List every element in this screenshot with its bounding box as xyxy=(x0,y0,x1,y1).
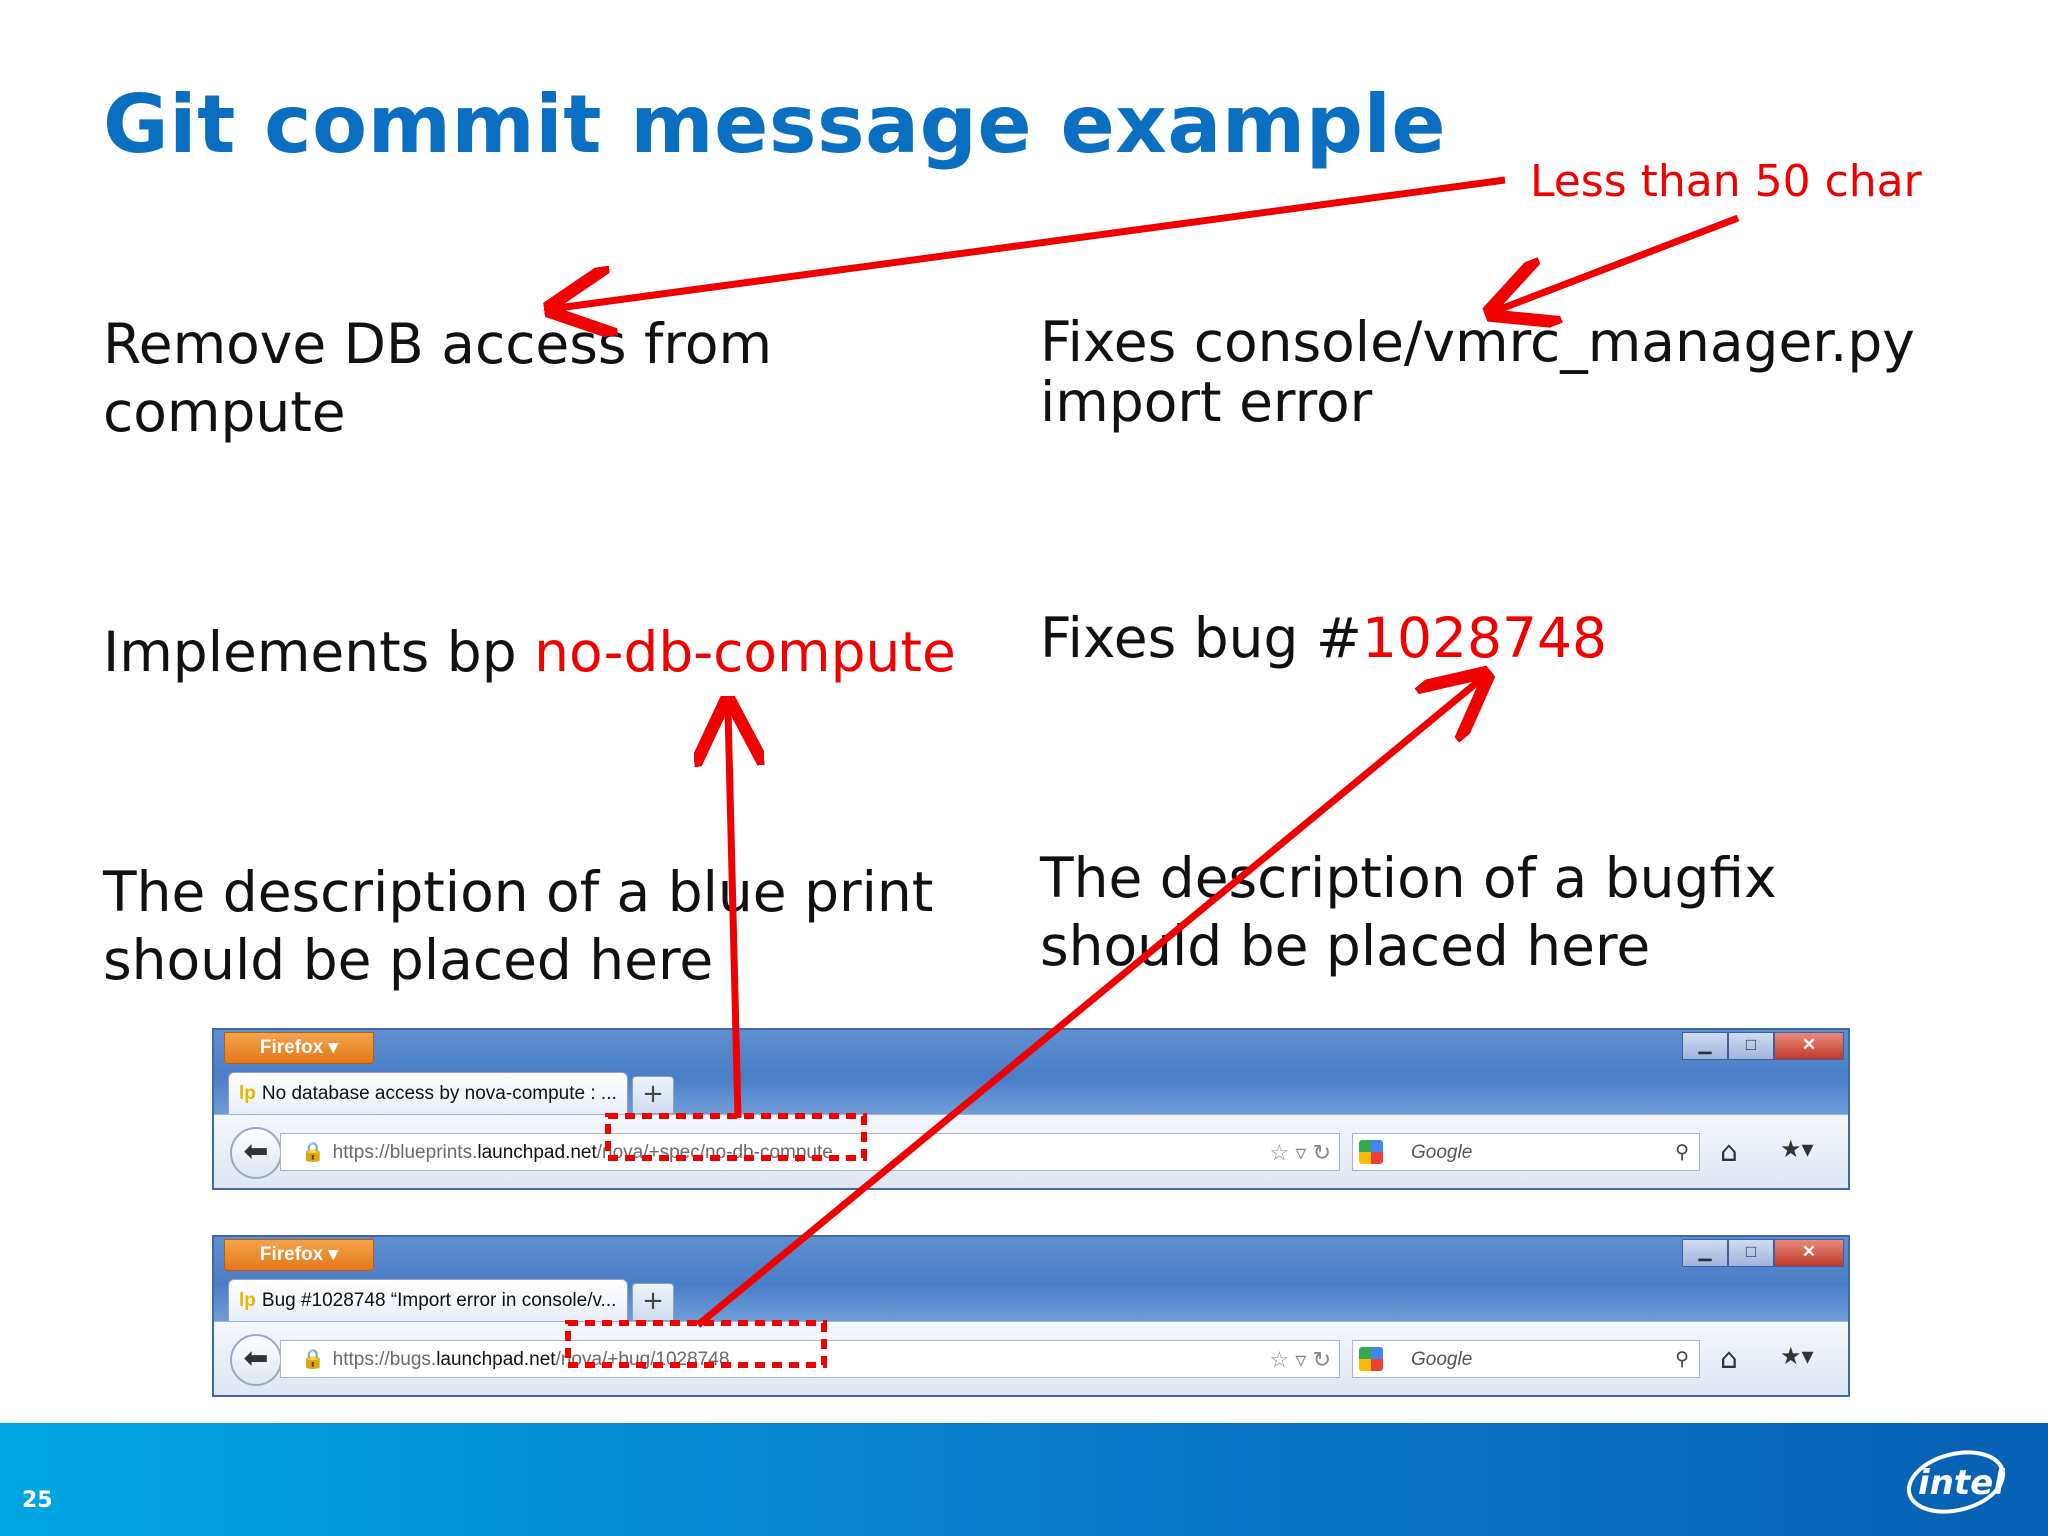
search-icon[interactable]: ⚲ xyxy=(1675,1349,1689,1370)
right-summary-line1: Fixes console/vmrc_manager.py xyxy=(1040,310,1915,374)
back-arrow-icon[interactable]: ⬅ xyxy=(230,1334,282,1386)
dropdown-icon[interactable]: ▿ xyxy=(1295,1140,1307,1165)
svg-text:intel: intel xyxy=(1918,1463,2006,1503)
url-host: launchpad.net xyxy=(477,1142,597,1163)
launchpad-favicon-icon: lp xyxy=(239,1083,256,1104)
google-icon xyxy=(1359,1140,1383,1164)
search-input[interactable]: Google ⚲ xyxy=(1352,1340,1700,1378)
maximize-icon[interactable]: □ xyxy=(1728,1239,1774,1267)
blueprint-link[interactable]: no-db-compute xyxy=(534,620,956,684)
reload-icon[interactable]: ↻ xyxy=(1312,1140,1331,1165)
fixes-prefix: Fixes bug # xyxy=(1040,606,1362,670)
footer-bar xyxy=(0,1423,2048,1536)
window-controls: ▁ □ ✕ xyxy=(1682,1239,1844,1267)
tab-title: Bug #1028748 “Import error in console/v.… xyxy=(261,1290,617,1311)
left-summary-line2: compute xyxy=(103,380,346,444)
home-icon[interactable]: ⌂ xyxy=(1720,1135,1738,1168)
arrow-to-right-summary xyxy=(1498,214,1740,310)
plus-icon[interactable]: + xyxy=(632,1283,674,1321)
url-bar[interactable]: 🔒 https://bugs.launchpad.net/nova/+bug/10… xyxy=(280,1340,1340,1378)
dropdown-icon[interactable]: ▿ xyxy=(1295,1347,1307,1372)
intel-logo-icon: intel xyxy=(1906,1450,2006,1514)
firefox-menu-button[interactable]: Firefox ▾ xyxy=(224,1239,374,1271)
arrow-to-left-summary xyxy=(558,176,1506,308)
implements-line: Implements bp no-db-compute xyxy=(103,618,956,686)
right-description-line1: The description of a bugfix xyxy=(1040,846,1777,910)
url-bar[interactable]: 🔒 https://blueprints.launchpad.net/nova/+… xyxy=(280,1133,1340,1171)
url-prefix: https://bugs. xyxy=(332,1349,437,1370)
navigation-bar: ⬅ 🔒 https://blueprints.launchpad.net/nova… xyxy=(214,1114,1848,1188)
search-icon[interactable]: ⚲ xyxy=(1675,1142,1689,1163)
lock-icon: 🔒 xyxy=(301,1349,325,1370)
navigation-bar: ⬅ 🔒 https://bugs.launchpad.net/nova/+bug/… xyxy=(214,1321,1848,1395)
page-number: 25 xyxy=(22,1488,53,1513)
arrow-to-bug-number xyxy=(695,680,1480,1328)
reload-icon[interactable]: ↻ xyxy=(1312,1347,1331,1372)
slide-title: Git commit message example xyxy=(103,78,1447,171)
home-icon[interactable]: ⌂ xyxy=(1720,1342,1738,1375)
left-description-line1: The description of a blue print xyxy=(103,860,934,924)
fixes-bug-line: Fixes bug #1028748 xyxy=(1040,604,1607,672)
google-icon xyxy=(1359,1347,1383,1371)
back-arrow-icon[interactable]: ⬅ xyxy=(230,1127,282,1179)
star-icon[interactable]: ☆ xyxy=(1269,1140,1290,1165)
launchpad-favicon-icon: lp xyxy=(239,1290,256,1311)
close-icon[interactable]: ✕ xyxy=(1774,1032,1844,1060)
length-annotation: Less than 50 char xyxy=(1530,156,1922,207)
url-path: /nova/+bug/1028748 xyxy=(555,1349,730,1370)
bookmarks-icon[interactable]: ★▾ xyxy=(1780,1135,1814,1163)
left-summary-line1: Remove DB access from xyxy=(103,312,773,376)
left-description-line2: should be placed here xyxy=(103,928,714,992)
star-icon[interactable]: ☆ xyxy=(1269,1347,1290,1372)
tab-title: No database access by nova-compute : ... xyxy=(261,1083,617,1104)
maximize-icon[interactable]: □ xyxy=(1728,1032,1774,1060)
search-placeholder: Google xyxy=(1411,1349,1473,1370)
search-input[interactable]: Google ⚲ xyxy=(1352,1133,1700,1171)
minimize-icon[interactable]: ▁ xyxy=(1682,1239,1728,1267)
bug-number-link[interactable]: 1028748 xyxy=(1362,606,1607,670)
minimize-icon[interactable]: ▁ xyxy=(1682,1032,1728,1060)
firefox-menu-button[interactable]: Firefox ▾ xyxy=(224,1032,374,1064)
bookmarks-icon[interactable]: ★▾ xyxy=(1780,1342,1814,1370)
window-controls: ▁ □ ✕ xyxy=(1682,1032,1844,1060)
search-placeholder: Google xyxy=(1411,1142,1473,1163)
right-description-line2: should be placed here xyxy=(1040,914,1651,978)
right-summary-line2: import error xyxy=(1040,370,1373,434)
url-path: /nova/+spec/no-db-compute xyxy=(596,1142,833,1163)
close-icon[interactable]: ✕ xyxy=(1774,1239,1844,1267)
lock-icon: 🔒 xyxy=(301,1142,325,1163)
implements-prefix: Implements bp xyxy=(103,620,535,684)
url-host: launchpad.net xyxy=(436,1349,556,1370)
plus-icon[interactable]: + xyxy=(632,1076,674,1114)
url-prefix: https://blueprints. xyxy=(332,1142,478,1163)
